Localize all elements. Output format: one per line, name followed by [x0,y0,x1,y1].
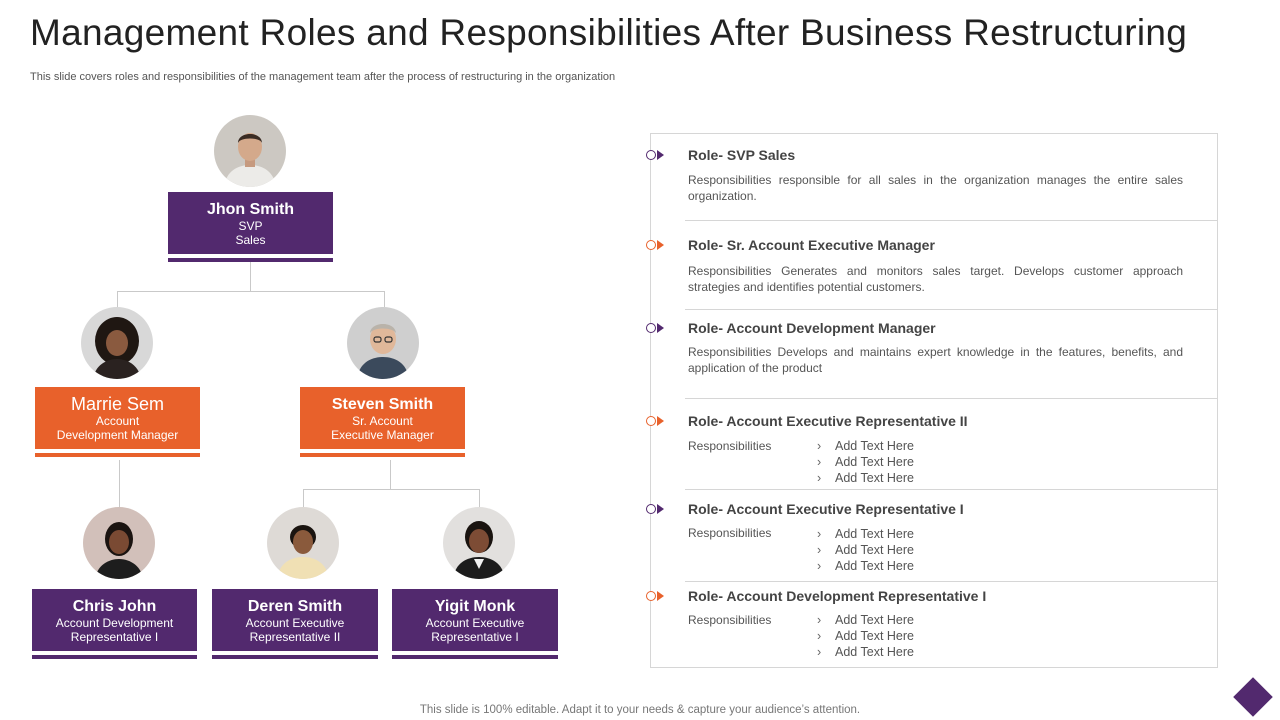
avatar-marrie-sem [81,307,153,379]
org-role-line: SVP [238,218,263,233]
avatar-chris-john [83,507,155,579]
role-separator [685,581,1218,582]
org-underline [32,655,197,659]
role-title: Role- Sr. Account Executive Manager [688,237,935,253]
connector-saem-up [384,291,385,307]
connector-adm-down [119,460,120,508]
avatar-steven-smith [347,307,419,379]
org-name: Steven Smith [331,395,434,413]
person-photo-icon [267,507,339,579]
person-photo-icon [81,307,153,379]
slide-title: Management Roles and Responsibilities Af… [30,12,1188,53]
org-underline [300,453,465,457]
responsibility-item: Add Text Here [817,542,914,558]
responsibility-item: Add Text Here [817,454,914,470]
org-role-line: Representative II [249,629,341,644]
roles-panel [650,133,1218,668]
avatar-deren-smith [267,507,339,579]
responsibility-item: Add Text Here [817,644,914,660]
org-box-deren-smith: Deren Smith Account Executive Representa… [212,589,378,651]
org-box-chris-john: Chris John Account Development Represent… [32,589,197,651]
org-box-jhon-smith: Jhon Smith SVP Sales [168,192,333,254]
org-name: Deren Smith [247,597,343,615]
org-underline [392,655,558,659]
responsibilities-label: Responsibilities [688,526,772,540]
org-name: Yigit Monk [434,597,516,615]
slide-footer: This slide is 100% editable. Adapt it to… [419,704,861,716]
role-title: Role- Account Development Representative… [688,588,987,604]
role-title: Role- Account Executive Representative I… [688,413,968,429]
role-title: Role- Account Executive Representative I [688,501,964,517]
role-marker-icon [646,590,664,602]
responsibility-list: Add Text Here Add Text Here Add Text Her… [817,438,914,486]
org-role-line: Representative I [70,629,159,644]
connector-aer2-up [303,489,304,508]
org-name: Jhon Smith [206,200,295,218]
responsibilities-label: Responsibilities [688,439,772,453]
org-role-line: Sales [235,232,266,247]
org-role-line: Account Executive [245,615,345,630]
responsibility-item: Add Text Here [817,558,914,574]
responsibilities-label: Responsibilities [688,613,772,627]
role-description: Responsibilities Generates and monitors … [688,264,1183,294]
role-marker-icon [646,415,664,427]
person-photo-icon [83,507,155,579]
org-box-marrie-sem: Marrie Sem Account Development Manager [35,387,200,449]
person-photo-icon [443,507,515,579]
person-photo-icon [214,115,286,187]
role-description: Responsibilities responsible for all sal… [688,173,1183,203]
responsibility-item: Add Text Here [817,628,914,644]
responsibility-item: Add Text Here [817,612,914,628]
connector-saem-down [390,460,391,489]
role-marker-icon [646,322,664,334]
org-role-line: Account [95,413,140,428]
org-underline [35,453,200,457]
org-role-line: Development Manager [56,427,179,442]
role-description: Responsibilities Develops and maintains … [688,345,1183,375]
org-box-steven-smith: Steven Smith Sr. Account Executive Manag… [300,387,465,449]
avatar-jhon-smith [214,115,286,187]
responsibility-list: Add Text Here Add Text Here Add Text Her… [817,526,914,574]
org-role-line: Account Executive [425,615,525,630]
role-separator [685,309,1218,310]
connector-adm-up [117,291,118,307]
person-photo-icon [347,307,419,379]
connector-svp-down [250,262,251,291]
role-separator [685,398,1218,399]
responsibility-item: Add Text Here [817,526,914,542]
connector-level3-horizontal [303,489,479,490]
role-marker-icon [646,149,664,161]
org-name: Chris John [72,597,157,615]
org-underline [168,258,333,262]
org-role-line: Executive Manager [331,427,434,442]
responsibility-item: Add Text Here [817,470,914,486]
role-separator [685,220,1218,221]
slide-subtitle: This slide covers roles and responsibili… [30,71,616,83]
responsibility-list: Add Text Here Add Text Here Add Text Her… [817,612,914,660]
connector-aer1-up [479,489,480,508]
org-role-line: Representative I [431,629,519,644]
connector-level2-horizontal [117,291,384,292]
avatar-yigit-monk [443,507,515,579]
responsibility-item: Add Text Here [817,438,914,454]
org-underline [212,655,378,659]
role-marker-icon [646,239,664,251]
org-role-line: Account Development [55,615,174,630]
role-title: Role- Account Development Manager [688,320,936,336]
role-marker-icon [646,503,664,515]
role-separator [685,489,1218,490]
role-title: Role- SVP Sales [688,147,796,163]
org-box-yigit-monk: Yigit Monk Account Executive Representat… [392,589,558,651]
org-role-line: Sr. Account [352,413,413,428]
org-name: Marrie Sem [70,393,164,414]
